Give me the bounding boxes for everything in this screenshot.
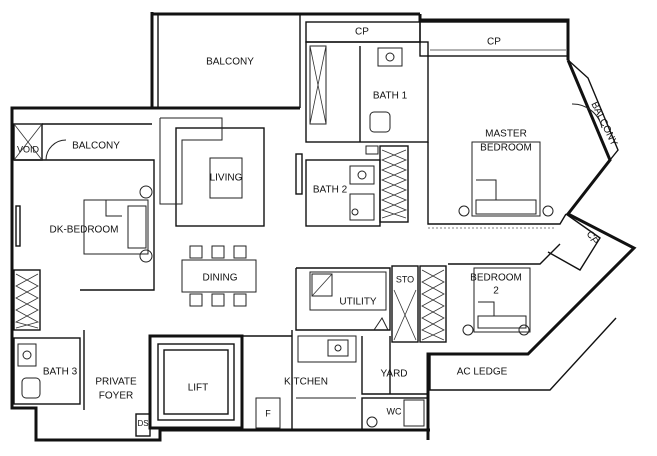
label-void: VOID	[17, 144, 40, 154]
label-fridge: F	[265, 408, 271, 418]
label-balcony-right: BALCONY	[588, 100, 619, 148]
sto-room	[391, 265, 447, 343]
ac-ledge	[429, 317, 617, 391]
dining-area	[181, 245, 257, 307]
label-ac-ledge: AC LEDGE	[457, 367, 508, 378]
label-wc: WC	[387, 406, 402, 416]
utility-room	[295, 267, 391, 331]
bedroom2	[448, 243, 561, 336]
living-room	[159, 117, 265, 227]
label-lift: LIFT	[188, 383, 209, 394]
ds-duct	[135, 413, 151, 437]
label-cp-top-left: CP	[355, 27, 369, 38]
label-master-bedroom-1: MASTER	[485, 129, 527, 140]
label-master-bedroom-2: BEDROOM	[480, 143, 532, 154]
master-bedroom	[427, 141, 567, 229]
cp-strips	[305, 21, 569, 57]
label-cp-right: CP	[584, 229, 601, 247]
label-bath3: BATH 3	[43, 367, 78, 378]
wc-room	[361, 397, 429, 431]
label-utility: UTILITY	[339, 297, 377, 308]
label-balcony-left: BALCONY	[72, 141, 120, 152]
label-bath2: BATH 2	[313, 185, 348, 196]
label-bedroom2-2: 2	[493, 286, 499, 297]
label-bath1: BATH 1	[373, 91, 408, 102]
label-yard: YARD	[380, 369, 407, 380]
label-bedroom2-1: BEDROOM	[470, 273, 522, 284]
label-living: LIVING	[210, 173, 243, 184]
bath1-room	[305, 41, 429, 143]
wardrobe-master	[365, 145, 409, 223]
cp-right	[547, 213, 601, 271]
yard-room	[361, 336, 428, 395]
label-balcony-top: BALCONY	[206, 57, 254, 68]
label-kitchen: KITCHEN	[284, 377, 328, 388]
void-balcony-left	[13, 123, 152, 161]
label-ds: DS	[137, 419, 148, 428]
label-dining: DINING	[203, 273, 238, 284]
balcony-right	[567, 59, 619, 161]
bath3-room	[13, 330, 85, 410]
balcony-top	[152, 14, 301, 110]
label-sto: STO	[396, 274, 414, 284]
label-dk-bedroom: DK-BEDROOM	[50, 225, 119, 236]
label-private-foyer-1: PRIVATE	[95, 377, 137, 388]
label-cp-top-right: CP	[487, 37, 501, 48]
lift-core	[148, 334, 292, 430]
dk-bedroom-room	[13, 159, 155, 331]
label-private-foyer-2: FOYER	[99, 391, 133, 402]
kitchen-room	[255, 330, 357, 430]
bath2-room	[295, 153, 381, 227]
